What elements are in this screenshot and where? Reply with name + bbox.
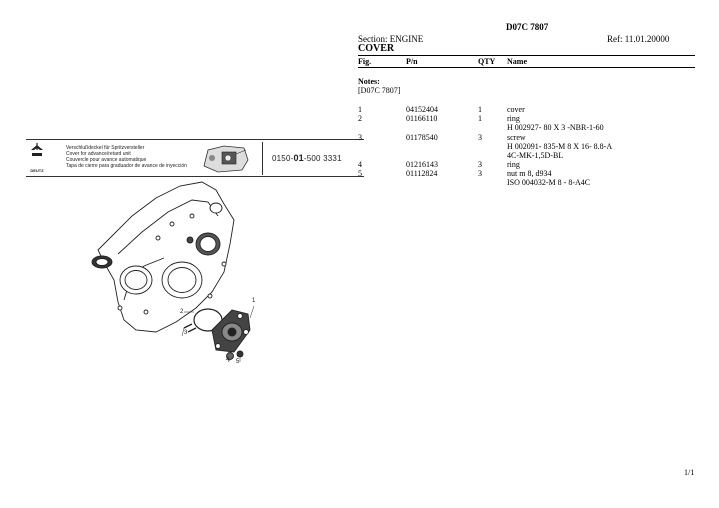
page-number: 1/1: [684, 468, 695, 477]
header-rule-top: [358, 55, 695, 56]
callout-5: 5: [236, 359, 240, 365]
row-name: cover: [507, 105, 525, 114]
row-name-detail: H 002091- 835-M 8 X 16- 8.8-A: [507, 142, 613, 151]
row-fig: 1: [358, 105, 362, 114]
group-prefix: 0150-: [272, 154, 294, 163]
callout-1: 1: [252, 298, 256, 304]
callout-2: 2: [180, 309, 184, 315]
page-title: COVER: [358, 43, 395, 54]
col-header-name: Name: [507, 57, 527, 66]
plate-bottom-rule: [26, 176, 364, 177]
plate-thumbnail: [198, 140, 254, 176]
col-header-fig: Fig.: [358, 57, 372, 66]
row-qty: 1: [478, 105, 482, 114]
row-qty: 3: [478, 133, 482, 142]
row-fig: 4: [358, 160, 362, 169]
row-qty: 1: [478, 114, 482, 123]
plate-caption-es: Tapa de cierre para graduador de avance …: [66, 163, 187, 169]
plate-caption-en: Cover for advance/retard unit: [66, 151, 131, 157]
row-name-detail: 4C-MK-1,5D-BL: [507, 151, 564, 160]
section-label: Section: ENGINE: [358, 34, 424, 44]
row-pn: 01112824: [406, 169, 438, 178]
row-name: screw: [507, 133, 526, 142]
brand-name: DEUTZ: [30, 168, 44, 173]
row-pn: 01166110: [406, 114, 438, 123]
header-rule-bottom: [358, 67, 695, 68]
group-mid: 01: [293, 153, 304, 163]
notes-value: [D07C 7807]: [358, 86, 401, 95]
row-name: ring: [507, 114, 520, 123]
row-pn: 04152404: [406, 105, 438, 114]
row-fig: 3: [358, 133, 362, 142]
col-header-pn: P/n: [406, 57, 418, 66]
plate-caption-de: Verschlußdeckel für Spritzversteller: [66, 145, 145, 151]
row-qty: 3: [478, 160, 482, 169]
group-suffix: -500 3331: [303, 154, 342, 163]
deutz-logo: DEUTZ: [26, 140, 48, 176]
notes-label: Notes:: [358, 77, 380, 86]
row-qty: 3: [478, 169, 482, 178]
plate-caption-fr: Couvercle pour avance automatique: [66, 157, 147, 163]
callout-4: 4: [226, 357, 230, 363]
row-fig: 5: [358, 169, 362, 178]
reference-number: Ref: 11.01.20000: [607, 34, 670, 44]
row-pn: 01178540: [406, 133, 438, 142]
row-pn: 01216143: [406, 160, 438, 169]
callout-3: 3: [184, 330, 188, 336]
plate-top-rule: [26, 139, 364, 140]
exploded-drawing: 1 2 3 4 5: [84, 180, 262, 370]
row-name-detail: H 002927- 80 X 3 -NBR-1-60: [507, 123, 604, 132]
row-name: ring: [507, 160, 520, 169]
col-header-qty: QTY: [478, 57, 496, 66]
row-name-detail: ISO 004032-M 8 - 8-A4C: [507, 178, 591, 187]
row-name: nut m 8, d934: [507, 169, 552, 178]
plate-divider: [262, 142, 263, 175]
deutz-logo-icon: DEUTZ: [30, 143, 44, 173]
row-fig: 2: [358, 114, 362, 123]
plate-group-number: 0150-01-500 3331: [272, 153, 342, 163]
model-code: D07C 7807: [506, 22, 549, 32]
